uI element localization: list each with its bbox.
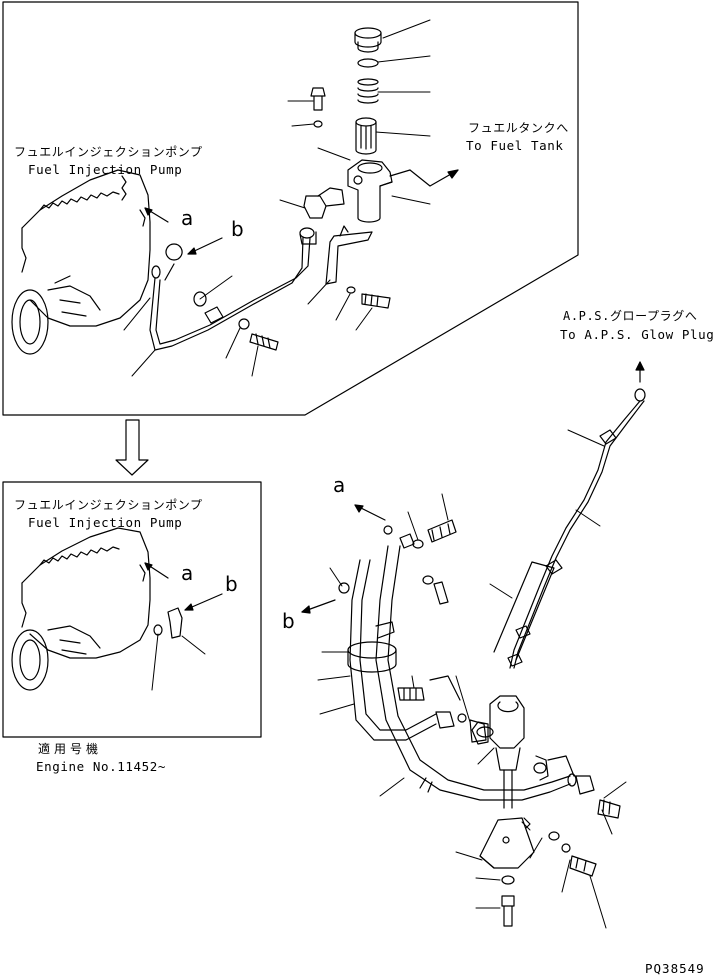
injection-pump-sketch-top <box>11 169 151 355</box>
fuel-hoses-main <box>349 533 595 801</box>
down-arrow <box>115 419 149 476</box>
letter-b-top: b <box>231 217 244 241</box>
elbow-fitting <box>303 187 345 219</box>
to-tank-arrow <box>409 169 459 187</box>
injection-pump-sketch-inset <box>11 527 183 691</box>
tank-label-en: To Fuel Tank <box>466 138 564 153</box>
fuel-tube-top <box>149 227 317 351</box>
tank-label-jp: フュエルタンクへ <box>468 121 569 135</box>
glow-wire <box>493 400 645 669</box>
applicability-en: Engine No.11452~ <box>36 759 167 774</box>
hose-clamp-main <box>347 621 397 673</box>
letter-a-top: a <box>181 206 194 230</box>
letter-b-inset: b <box>225 572 238 596</box>
leaders-top <box>123 19 431 377</box>
letter-a-inset: a <box>181 561 194 585</box>
drawing-code: PQ38549 <box>645 961 705 976</box>
pump-label-jp-top: フュエルインジェクションポンプ <box>14 145 203 159</box>
pump-label-en-top: Fuel Injection Pump <box>28 162 183 177</box>
leaders-main <box>317 429 627 929</box>
heater-housing <box>471 695 549 809</box>
pump-label-jp-inset: フュエルインジェクションポンプ <box>14 498 203 512</box>
letter-a-main: a <box>333 473 346 497</box>
glow-plug-label-en: To A.P.S. Glow Plug <box>560 327 715 342</box>
applicability-jp: 適用号機 <box>38 742 103 756</box>
letter-b-main: b <box>282 609 295 633</box>
filter-assembly <box>310 27 411 309</box>
glow-plug-label-jp: A.P.S.グロープラグへ <box>563 309 698 323</box>
pump-label-en-inset: Fuel Injection Pump <box>28 515 183 530</box>
top-panel-frame <box>2 1 579 416</box>
inset-panel-frame <box>2 481 262 738</box>
fasteners-main <box>338 519 621 927</box>
tube-clamp-top <box>193 291 279 351</box>
